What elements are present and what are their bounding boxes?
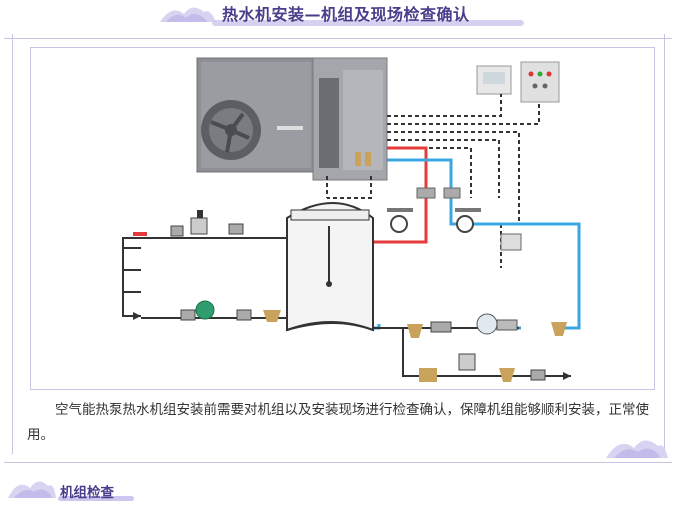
intro-text: 空气能热泵热水机组安装前需要对机组以及安装现场进行检查确认，保障机组能够顺利安装… <box>27 402 649 443</box>
circulation-pump-icon <box>180 300 281 322</box>
page-title: 热水机安装—机组及现场检查确认 <box>222 5 470 24</box>
heat-pump-schematic <box>122 57 581 382</box>
cloud-decoration-icon <box>606 440 668 458</box>
cold-water-pipe <box>373 158 581 330</box>
pressure-gauge-icon <box>387 208 481 233</box>
frame-left-line <box>12 34 13 454</box>
inlet-marker <box>133 232 147 236</box>
filter-valve-icon <box>407 313 567 382</box>
hot-water-pipe <box>373 146 428 244</box>
flow-arrow-icon <box>563 372 571 380</box>
header-underline <box>212 20 524 26</box>
inlet-pipe <box>122 237 287 319</box>
control-panel-small <box>476 65 512 95</box>
page-header: 热水机安装—机组及现场检查确认 <box>0 0 676 30</box>
solenoid-valve-icon <box>170 210 244 237</box>
section-title: 机组检查 <box>60 485 114 501</box>
valve-icon <box>416 187 461 199</box>
cloud-decoration-icon <box>160 7 216 22</box>
control-cabinet <box>520 61 560 103</box>
section-header: 机组检查 <box>0 466 200 505</box>
installation-diagram <box>30 47 655 390</box>
cloud-decoration-icon <box>8 481 56 498</box>
frame-bottom-line <box>4 462 672 463</box>
frame-top-line <box>4 38 672 39</box>
outdoor-unit-left <box>196 57 316 173</box>
frame-right-line <box>664 34 665 454</box>
flow-arrow-icon <box>133 312 141 320</box>
outdoor-unit-right <box>312 57 388 181</box>
thermostat-icon <box>500 233 522 251</box>
water-tank <box>286 202 374 332</box>
intro-paragraph: 空气能热泵热水机组安装前需要对机组以及安装现场进行检查确认，保障机组能够顺利安装… <box>27 398 662 448</box>
section-underline <box>58 496 134 501</box>
